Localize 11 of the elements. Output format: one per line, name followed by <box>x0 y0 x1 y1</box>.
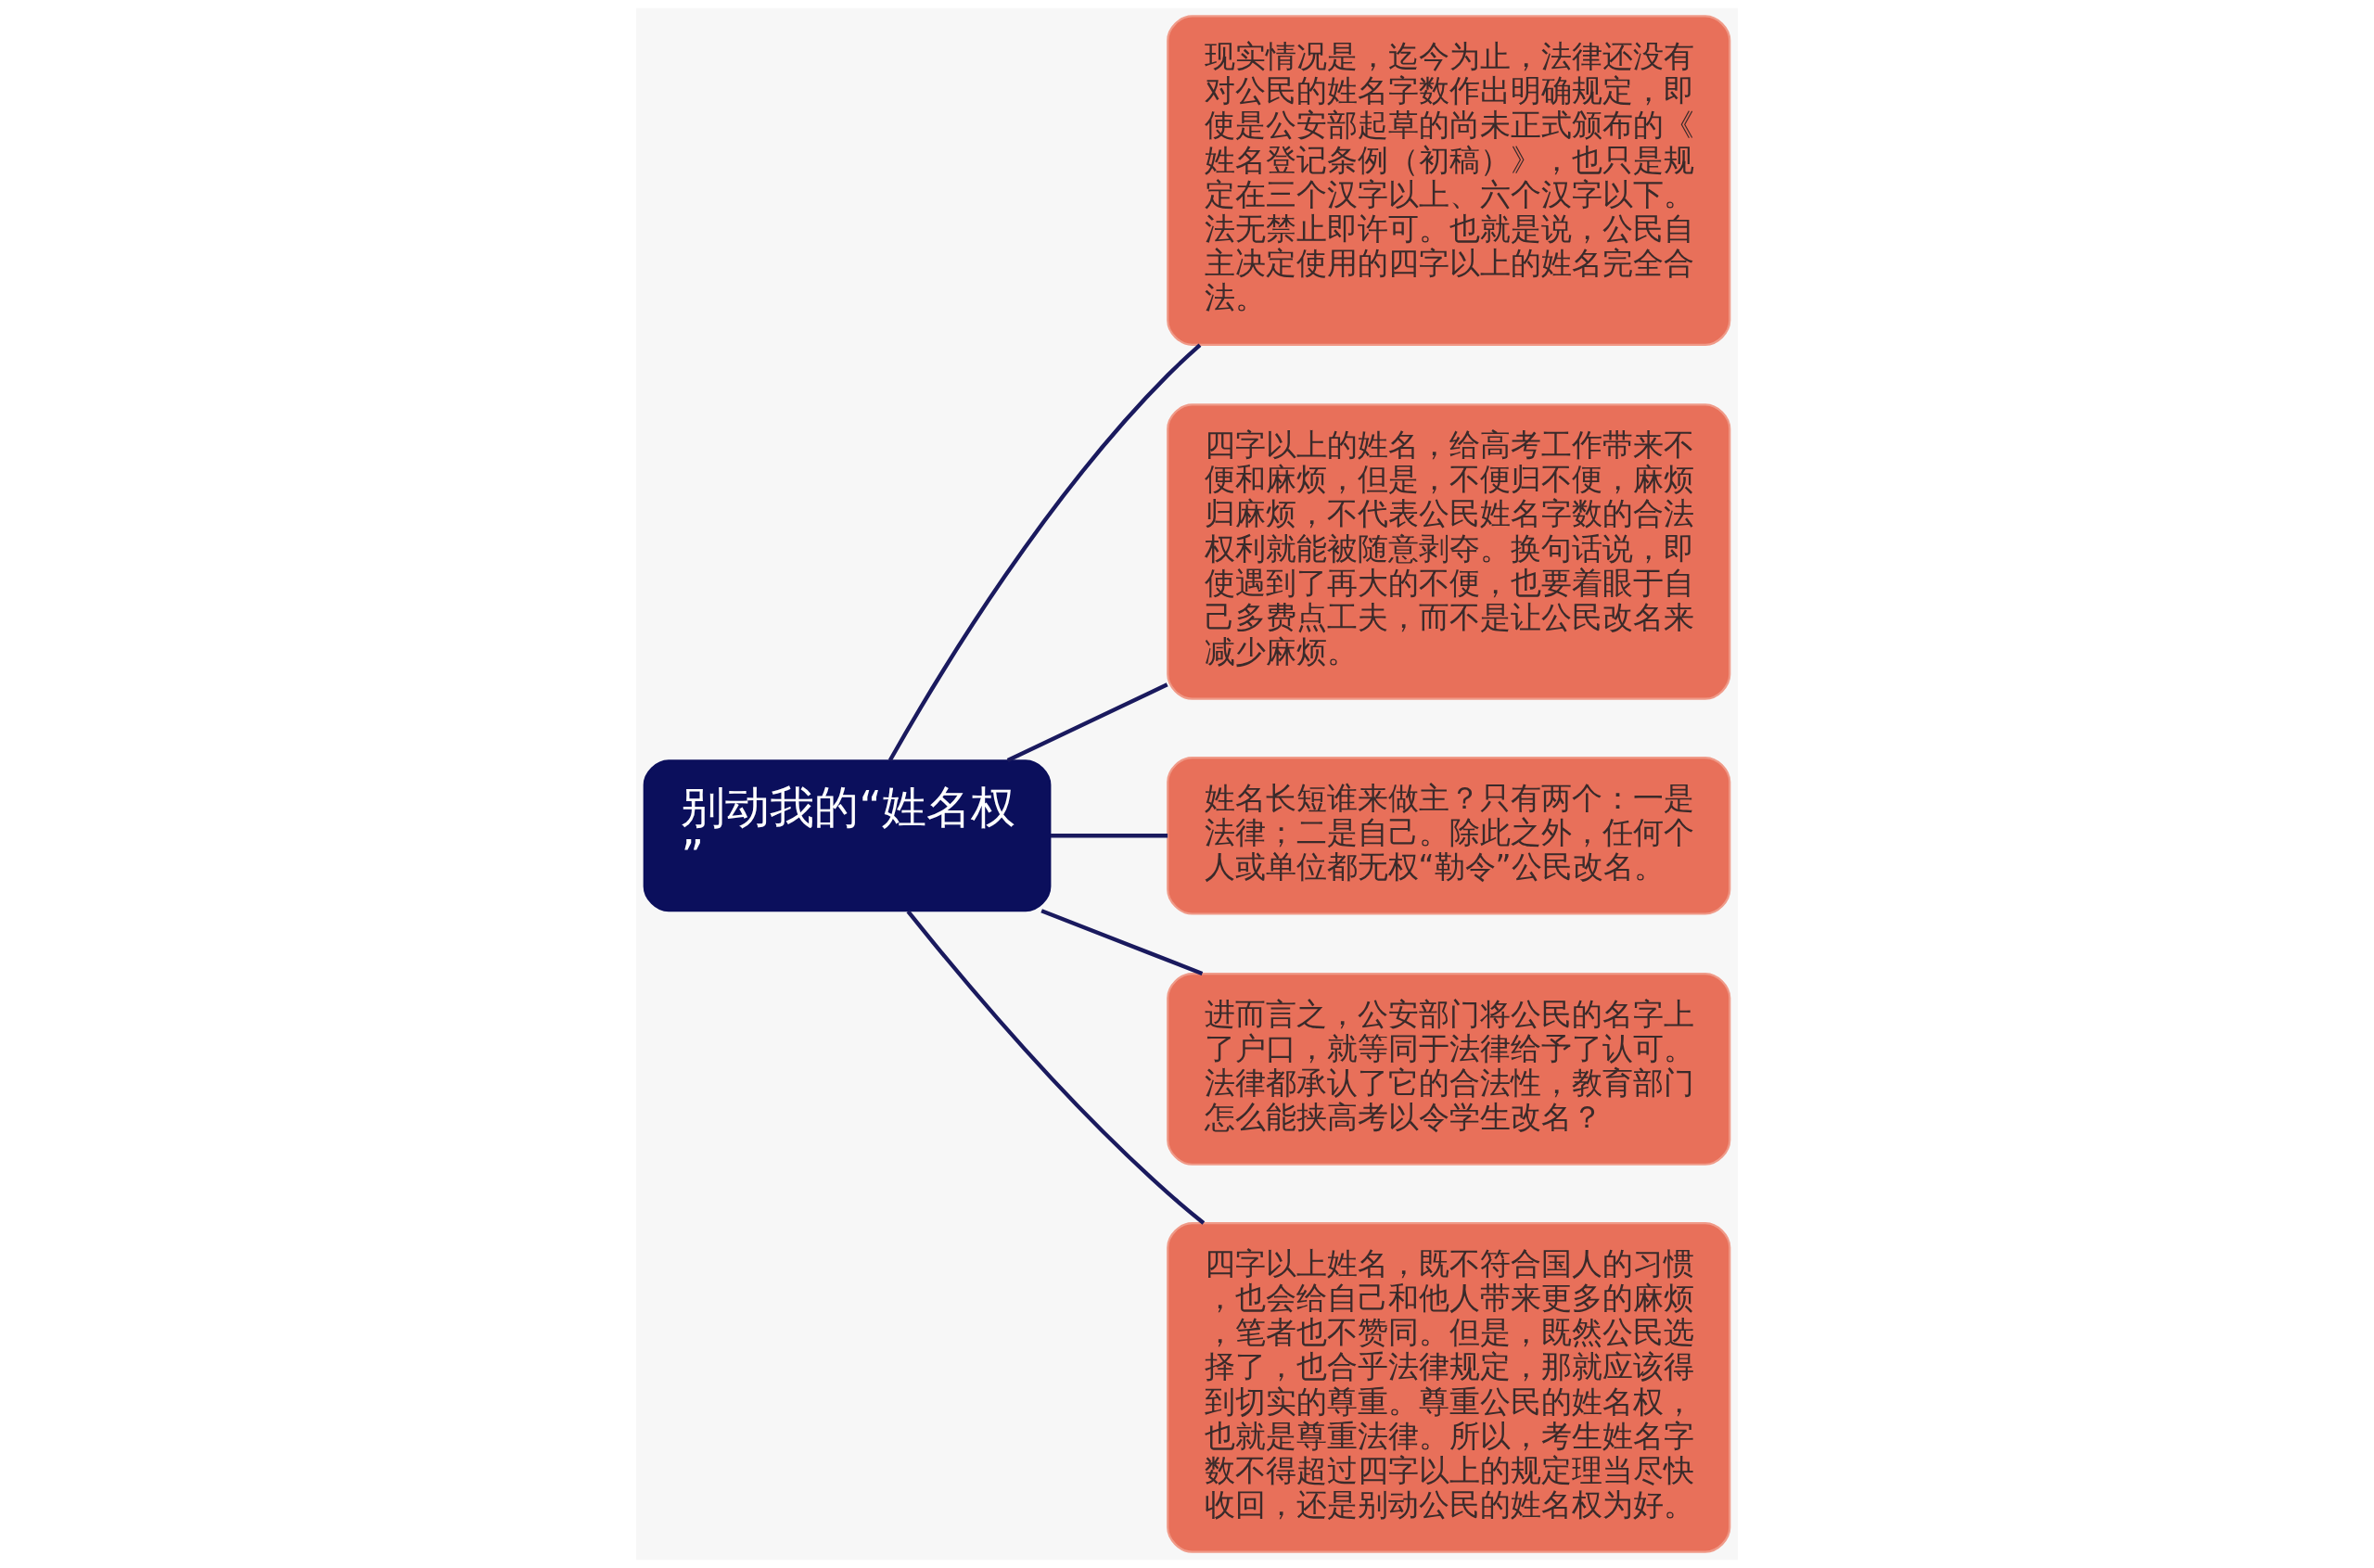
node-box: 现实情况是，迄今为止，法律还没有对公民的姓名字数作出明确规定，即使是公安部起草的尚未正式颁布的《姓名登记条例（初稿）》，也只是规定在三个汉字以上、六个汉字以下。法无禁止即许可。也就是说，公民自主决定使用的四字以上的姓名完全合法。 <box>1167 15 1731 346</box>
connector <box>1040 909 1204 975</box>
node-box: 别动我的“姓名权” <box>643 759 1052 912</box>
node-box: 四字以上的姓名，给高考工作带来不便和麻烦，但是，不便归不便，麻烦归麻烦，不代表公民姓名字数的合法权利就能被随意剥夺。换句话说，即使遇到了再大的不便，也要着眼于自己多费点工夫，而不是让公民改名来减少麻烦。 <box>1167 403 1731 700</box>
connector <box>1006 682 1168 762</box>
connector <box>1050 834 1168 838</box>
node-box: 四字以上姓名，既不符合国人的习惯，也会给自己和他人带来更多的麻烦，笔者也不赞同。但是，既然公民选择了，也合乎法律规定，那就应该得到切实的尊重。尊重公民的姓名权，也就是尊重法律。所以，考生姓名字数不得超过四字以上的规定理当尽快收回，还是别动公民的姓名权为好。 <box>1167 1222 1731 1553</box>
node-box: 姓名长短谁来做主？只有两个：一是法律；二是自己。除此之外，任何个人或单位都无权“勒令”公民改名。 <box>1167 756 1731 915</box>
connector <box>906 910 1206 1225</box>
connector <box>887 343 1202 762</box>
node-box: 进而言之，公安部门将公民的名字上了户口，就等同于法律给予了认可。法律都承认了它的合法性，教育部门怎么能挟高考以令学生改名？ <box>1167 972 1731 1166</box>
